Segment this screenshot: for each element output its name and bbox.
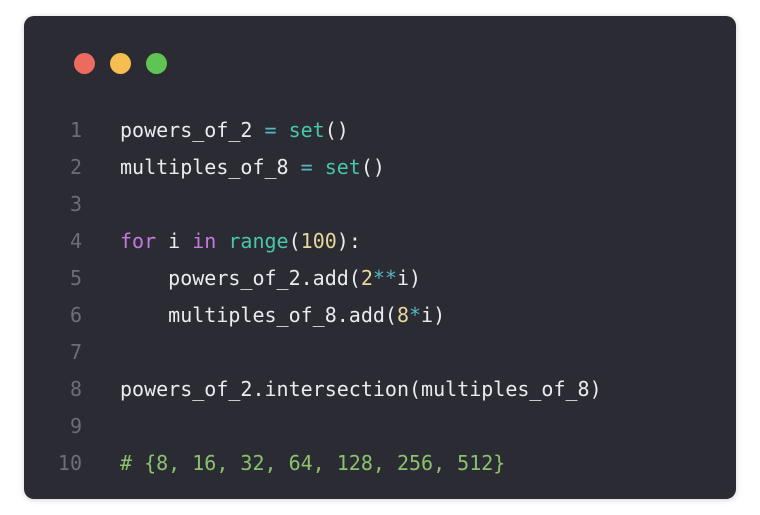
code-line: 7 bbox=[24, 334, 736, 371]
token-plain bbox=[313, 155, 325, 179]
code-line-content: powers_of_2.add(2**i) bbox=[82, 260, 421, 297]
token-plain bbox=[216, 229, 228, 253]
token-plain: i) bbox=[396, 266, 422, 290]
token-operator: * bbox=[409, 303, 422, 327]
line-number: 10 bbox=[57, 451, 82, 475]
token-comment: # {8, 16, 32, 64, 128, 256, 512} bbox=[120, 451, 506, 475]
line-number: 3 bbox=[69, 192, 82, 216]
token-plain: ( bbox=[288, 229, 301, 253]
token-number: 100 bbox=[300, 229, 337, 253]
line-number: 9 bbox=[69, 414, 82, 438]
token-builtin: set bbox=[324, 155, 361, 179]
token-number: 2 bbox=[360, 266, 373, 290]
token-operator: ** bbox=[372, 266, 397, 290]
minimize-button[interactable] bbox=[110, 53, 131, 74]
token-plain: powers_of_2.add( bbox=[120, 266, 361, 290]
line-number: 4 bbox=[69, 229, 82, 253]
code-line-content: multiples_of_8.add(8*i) bbox=[82, 297, 445, 334]
token-plain: multiples_of_8 bbox=[120, 155, 301, 179]
code-line-content: powers_of_2.intersection(multiples_of_8) bbox=[82, 371, 602, 408]
line-number: 1 bbox=[69, 118, 82, 142]
zoom-button[interactable] bbox=[146, 53, 167, 74]
token-keyword: in bbox=[192, 229, 217, 253]
token-operator: = bbox=[264, 118, 277, 142]
token-keyword: for bbox=[120, 229, 157, 253]
code-line: 5 powers_of_2.add(2**i) bbox=[24, 260, 736, 297]
token-number: 8 bbox=[396, 303, 409, 327]
token-plain: i bbox=[156, 229, 193, 253]
token-plain: multiples_of_8.add( bbox=[120, 303, 397, 327]
token-plain: i) bbox=[421, 303, 446, 327]
code-line-content: multiples_of_8 = set() bbox=[82, 149, 385, 186]
token-plain bbox=[277, 118, 289, 142]
line-number: 2 bbox=[69, 155, 82, 179]
close-button[interactable] bbox=[74, 53, 95, 74]
token-plain: powers_of_2 bbox=[120, 118, 265, 142]
code-line: 9 bbox=[24, 408, 736, 445]
code-line: 8 powers_of_2.intersection(multiples_of_8… bbox=[24, 371, 736, 408]
token-plain: () bbox=[360, 155, 385, 179]
token-builtin: set bbox=[288, 118, 325, 142]
line-number: 5 bbox=[69, 266, 82, 290]
token-operator: = bbox=[300, 155, 313, 179]
code-line: 3 bbox=[24, 186, 736, 223]
token-plain: () bbox=[324, 118, 349, 142]
line-number: 7 bbox=[69, 340, 82, 364]
window-controls bbox=[74, 53, 167, 74]
token-plain: ): bbox=[336, 229, 361, 253]
token-builtin: range bbox=[228, 229, 289, 253]
code-line-content: for i in range(100): bbox=[82, 223, 361, 260]
code-line: 10 # {8, 16, 32, 64, 128, 256, 512} bbox=[24, 445, 736, 482]
code-line-content: # {8, 16, 32, 64, 128, 256, 512} bbox=[82, 445, 505, 482]
token-plain: powers_of_2.intersection(multiples_of_8) bbox=[120, 377, 602, 401]
line-number: 8 bbox=[69, 377, 82, 401]
line-number: 6 bbox=[69, 303, 82, 327]
code-line-content: powers_of_2 = set() bbox=[82, 112, 349, 149]
code-line: 6 multiples_of_8.add(8*i) bbox=[24, 297, 736, 334]
